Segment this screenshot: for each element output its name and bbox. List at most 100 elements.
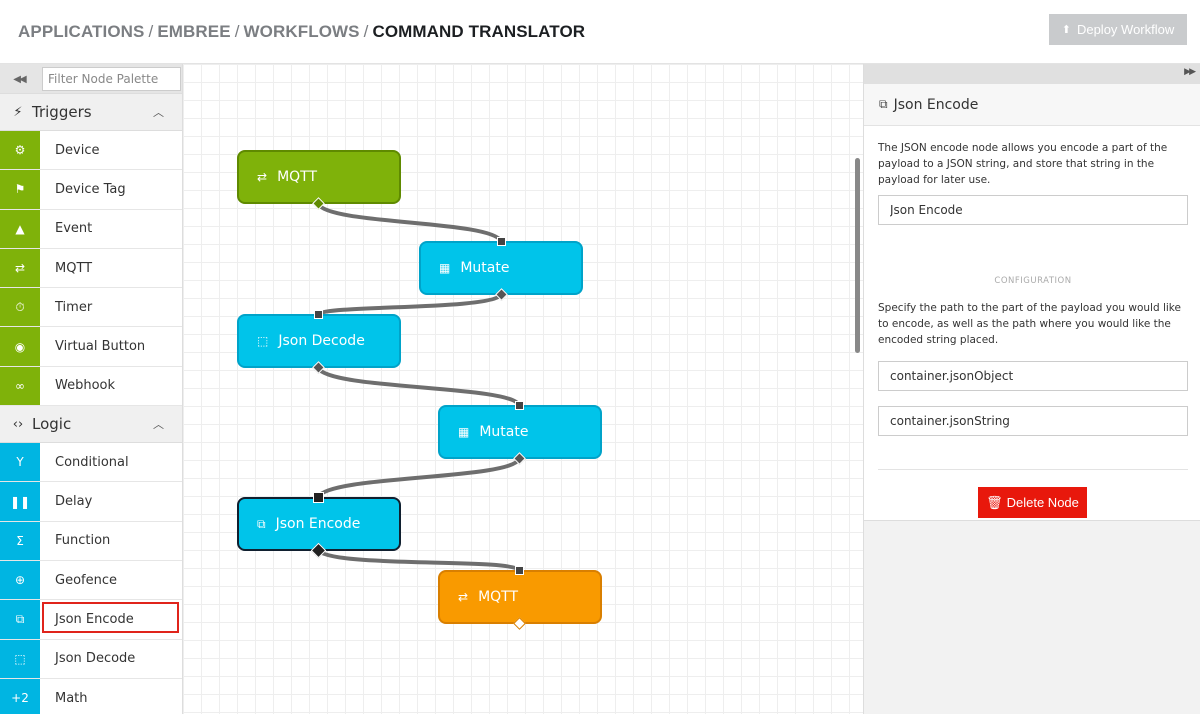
- json-decode-icon: ⬚: [257, 334, 269, 348]
- flag-icon: ⚑: [0, 170, 40, 209]
- fork-icon: Y: [0, 443, 40, 482]
- palette-item-label: Device: [55, 142, 100, 158]
- palette-item-math[interactable]: +2 Math: [0, 678, 182, 714]
- destination-path-input[interactable]: [878, 406, 1188, 436]
- crosshair-icon: ⊕: [0, 560, 40, 600]
- swap-arrows-icon: ⇄: [0, 248, 40, 288]
- plus-two-icon: +2: [0, 678, 40, 714]
- configuration-label: CONFIGURATION: [986, 276, 1080, 286]
- palette-item-timer[interactable]: ⏱ Timer: [0, 288, 182, 328]
- breadcrumb-embree[interactable]: EMBREE: [157, 22, 231, 41]
- page-header: APPLICATIONS/EMBREE/WORKFLOWS/COMMAND TR…: [0, 0, 1200, 64]
- breadcrumb-workflows[interactable]: WORKFLOWS: [243, 22, 360, 41]
- node-palette: ◀◀ ⚡ Triggers ︿ ⚙ Device ⚑ Device Tag ▲ …: [0, 64, 183, 714]
- stopwatch-icon: ⏱: [0, 288, 40, 327]
- grid-dots-icon: ▦: [458, 425, 470, 439]
- palette-toolbar: ◀◀: [0, 64, 182, 94]
- filter-node-palette-input[interactable]: [42, 67, 181, 91]
- upload-icon: ⬆: [1061, 24, 1071, 36]
- json-encode-icon: ⧉: [879, 97, 888, 111]
- node-description: The JSON encode node allows you encode a…: [878, 142, 1168, 186]
- configuration-description: Specify the path to the part of the payl…: [878, 302, 1181, 346]
- palette-item-function[interactable]: Σ Function: [0, 521, 182, 561]
- workflow-node-mqtt-trigger[interactable]: ⇄ MQTT: [237, 150, 401, 204]
- sigma-icon: Σ: [0, 521, 40, 560]
- node-input-port[interactable]: [314, 310, 323, 319]
- palette-item-webhook[interactable]: ∞ Webhook: [0, 366, 182, 407]
- source-path-input[interactable]: [878, 361, 1188, 391]
- palette-item-label: MQTT: [55, 260, 93, 276]
- palette-item-label: Conditional: [55, 454, 129, 470]
- palette-item-json-encode[interactable]: ⧉ Json Encode: [0, 600, 182, 640]
- palette-item-label: Math: [55, 690, 88, 706]
- breadcrumb-separator: /: [234, 22, 240, 41]
- palette-item-label: Geofence: [55, 572, 117, 588]
- workflow-node-mutate[interactable]: ▦ Mutate: [438, 405, 602, 459]
- breadcrumb-applications[interactable]: APPLICATIONS: [18, 22, 145, 41]
- node-name-input[interactable]: [878, 195, 1188, 225]
- palette-item-mqtt[interactable]: ⇄ MQTT: [0, 248, 182, 289]
- collapse-panel-icon[interactable]: ▶▶: [1184, 67, 1196, 77]
- section-triggers-label: Triggers: [32, 103, 92, 121]
- palette-item-conditional[interactable]: Y Conditional: [0, 443, 182, 483]
- palette-item-label: Event: [55, 221, 93, 237]
- node-label: MQTT: [277, 169, 318, 185]
- node-details-card: ⧉ Json Encode The JSON encode node allow…: [864, 84, 1200, 521]
- chevron-up-icon[interactable]: ︿: [153, 106, 164, 119]
- selection-highlight: [42, 602, 179, 634]
- workflow-node-json-decode[interactable]: ⬚ Json Decode: [237, 314, 401, 368]
- palette-item-label: Json Encode: [55, 611, 134, 627]
- palette-item-virtual-button[interactable]: ◉ Virtual Button: [0, 327, 182, 367]
- canvas-scrollbar[interactable]: [855, 158, 860, 353]
- deploy-workflow-button[interactable]: ⬆ Deploy Workflow: [1049, 14, 1187, 45]
- node-label: Json Encode: [275, 516, 361, 532]
- section-logic-label: Logic: [32, 415, 72, 434]
- node-input-port[interactable]: [515, 401, 524, 410]
- chevron-up-icon[interactable]: ︿: [153, 418, 164, 432]
- palette-item-label: Webhook: [55, 378, 116, 394]
- node-label: Mutate: [479, 424, 529, 440]
- node-details-header: ⧉ Json Encode: [864, 84, 1200, 126]
- divider: [878, 469, 1188, 470]
- palette-item-device-tag[interactable]: ⚑ Device Tag: [0, 170, 182, 210]
- configuration-divider: CONFIGURATION: [878, 274, 1188, 288]
- deploy-workflow-label: Deploy Workflow: [1076, 22, 1175, 37]
- panel-toolbar: ▶▶: [864, 64, 1200, 84]
- section-logic[interactable]: ‹› Logic ︿: [0, 406, 182, 444]
- palette-item-event[interactable]: ▲ Event: [0, 209, 182, 249]
- palette-item-json-decode[interactable]: ⬚ Json Decode: [0, 639, 182, 679]
- node-input-port[interactable]: [497, 237, 506, 246]
- section-triggers[interactable]: ⚡ Triggers ︿: [0, 94, 182, 131]
- palette-item-delay[interactable]: ❚❚ Delay: [0, 482, 182, 522]
- json-encode-icon: ⧉: [257, 516, 266, 531]
- palette-item-label: Virtual Button: [55, 339, 146, 355]
- trash-icon: 🗑: [986, 494, 1003, 510]
- radio-button-icon: ◉: [0, 327, 40, 366]
- node-input-port[interactable]: [515, 566, 524, 575]
- palette-item-geofence[interactable]: ⊕ Geofence: [0, 560, 182, 601]
- lightning-icon: ⚡: [13, 104, 23, 120]
- grid-dots-icon: ▦: [439, 261, 451, 275]
- swap-arrows-icon: ⇄: [257, 170, 268, 184]
- json-encode-icon: ⧉: [0, 600, 40, 639]
- delete-node-label: Delete Node: [1006, 495, 1079, 510]
- collapse-palette-icon[interactable]: ◀◀: [13, 73, 26, 85]
- node-details-title: Json Encode: [893, 96, 979, 113]
- palette-item-device[interactable]: ⚙ Device: [0, 131, 182, 171]
- warning-icon: ▲: [0, 209, 40, 248]
- node-label: Mutate: [460, 260, 510, 276]
- palette-item-label: Timer: [55, 299, 93, 315]
- swap-arrows-icon: ⇄: [458, 590, 469, 604]
- palette-item-label: Function: [55, 533, 111, 549]
- node-label: MQTT: [478, 589, 519, 605]
- palette-item-label: Json Decode: [55, 651, 136, 667]
- page-title: COMMAND TRANSLATOR: [372, 22, 586, 41]
- delete-node-button[interactable]: 🗑 Delete Node: [978, 487, 1087, 518]
- json-decode-icon: ⬚: [0, 639, 40, 678]
- node-details-panel: ▶▶ ⧉ Json Encode The JSON encode node al…: [863, 64, 1200, 714]
- pause-icon: ❚❚: [0, 482, 40, 521]
- node-input-port[interactable]: [313, 492, 324, 503]
- workflow-node-mqtt-output[interactable]: ⇄ MQTT: [438, 570, 602, 624]
- breadcrumb-separator: /: [363, 22, 369, 41]
- breadcrumb-separator: /: [148, 22, 154, 41]
